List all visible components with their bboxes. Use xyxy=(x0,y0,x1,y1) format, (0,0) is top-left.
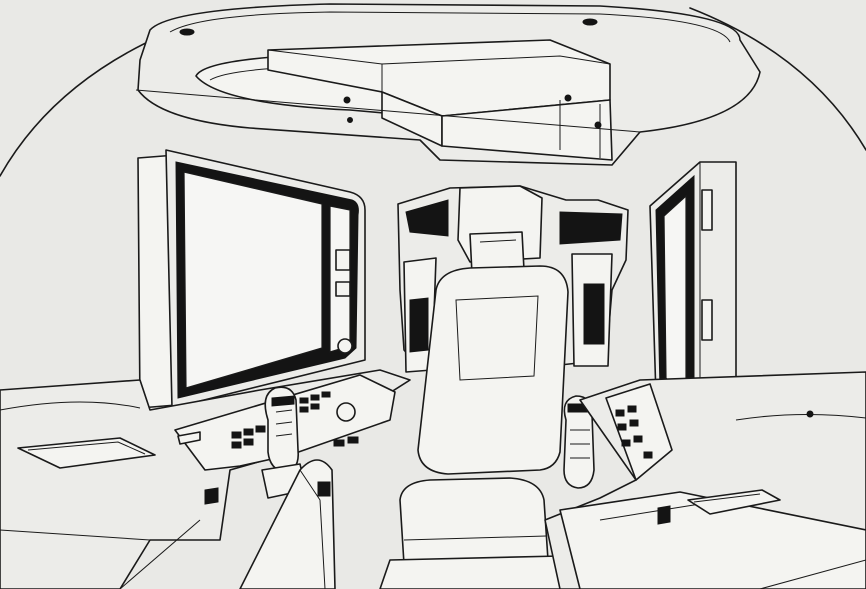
pilot-seat xyxy=(379,185,629,589)
right-control-stick xyxy=(563,395,595,489)
right-console xyxy=(544,371,866,589)
overhead-ring-console xyxy=(135,3,761,166)
right-monitor xyxy=(649,161,737,447)
left-armrest xyxy=(239,459,336,589)
floor-lines xyxy=(0,519,866,589)
left-console xyxy=(0,369,411,589)
left-monitor xyxy=(137,149,366,409)
